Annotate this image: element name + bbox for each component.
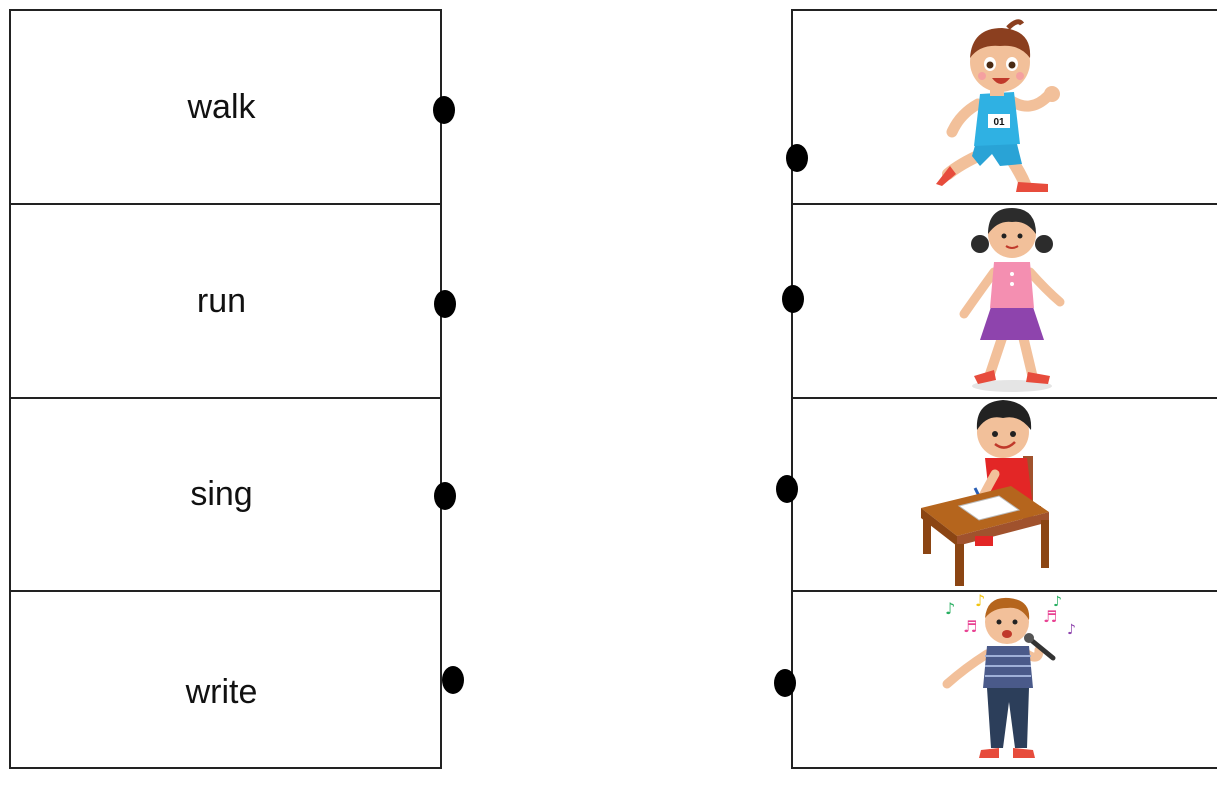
word-walk: walk [187, 87, 256, 126]
svg-text:♬: ♬ [1043, 607, 1057, 626]
match-dot-right-running[interactable] [786, 144, 808, 172]
walking-girl-icon [950, 204, 1075, 394]
word-cell-4: write [11, 592, 440, 792]
svg-text:♪: ♪ [1067, 622, 1076, 638]
match-dot-left-write[interactable] [442, 666, 464, 694]
match-dot-right-writing[interactable] [776, 475, 798, 503]
word-column: walk run sing write [9, 9, 442, 769]
word-write: write [185, 672, 258, 711]
word-run: run [196, 281, 247, 320]
match-dot-left-sing[interactable] [434, 482, 456, 510]
match-dot-left-walk[interactable] [433, 96, 455, 124]
word-cell-1: walk [11, 11, 440, 205]
word-cell-3: sing [11, 399, 440, 592]
word-cell-2: run [11, 205, 440, 399]
picture-cell-3 [793, 399, 1217, 592]
picture-cell-1 [793, 11, 1217, 205]
svg-text:♪: ♪ [1053, 594, 1062, 610]
singing-boy-icon: ♪ ♪ ♬ ♬ ♪ ♪ [935, 592, 1080, 767]
picture-cell-2 [793, 205, 1217, 399]
svg-text:♬: ♬ [963, 617, 977, 636]
svg-text:♪: ♪ [945, 599, 955, 618]
jersey-number: 01 [993, 117, 1005, 128]
match-dot-right-singing[interactable] [774, 669, 796, 697]
svg-text:♪: ♪ [975, 592, 985, 610]
match-dot-right-walking[interactable] [782, 285, 804, 313]
running-boy-icon: 01 [930, 14, 1070, 199]
writing-boy-icon [915, 396, 1060, 591]
match-dot-left-run[interactable] [434, 290, 456, 318]
word-sing: sing [190, 475, 253, 513]
